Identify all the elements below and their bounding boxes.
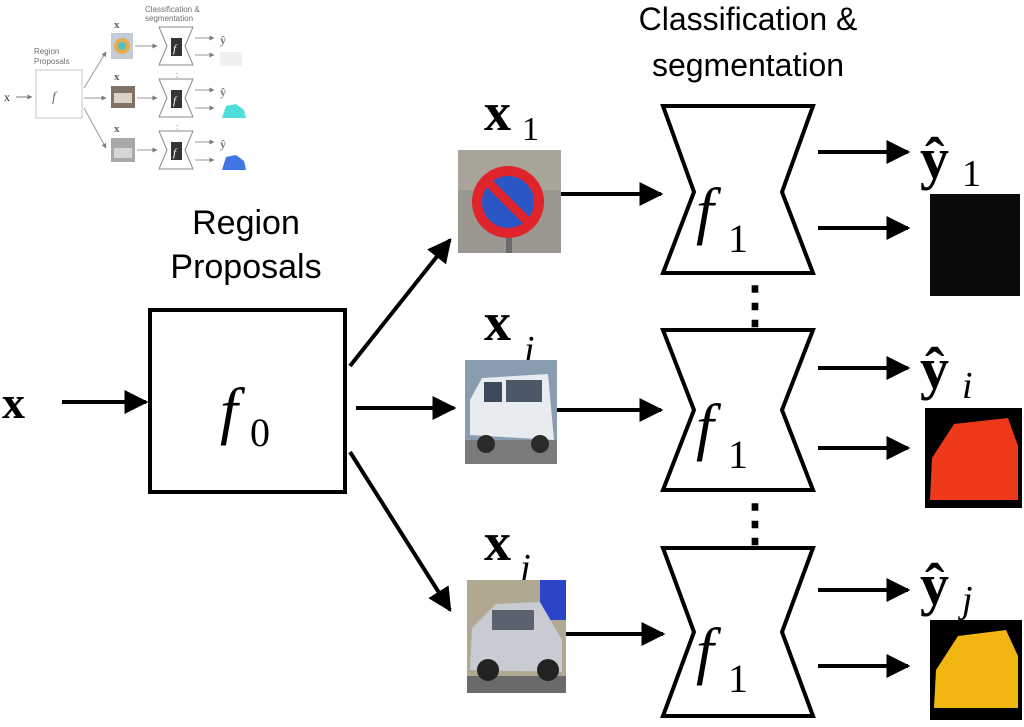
cls-title-line2: segmentation	[652, 47, 844, 83]
crop-j-image	[467, 580, 566, 693]
ellipsis-1: ⋮	[730, 277, 780, 333]
thumb-crop-i-label: x	[114, 71, 120, 83]
crop-j-label: x	[484, 512, 511, 572]
crop-i-label: x	[484, 292, 511, 352]
thumb-cls-title-1: Classification &	[145, 5, 200, 14]
crop1-image	[458, 150, 561, 253]
arrow-to-crop1	[348, 238, 452, 368]
svg-text:1: 1	[728, 432, 748, 477]
thumb-out1-label: ŷ	[220, 33, 226, 47]
mask-1	[930, 194, 1020, 296]
crop1-sub: 1	[522, 111, 539, 148]
thumb-cls-title-2: segmentation	[145, 14, 193, 23]
ellipsis-2: ⋮	[730, 495, 780, 551]
svg-text:f: f	[173, 43, 178, 55]
svg-text:f: f	[173, 95, 178, 107]
network-1: f 1	[660, 104, 816, 275]
mask-j	[930, 620, 1022, 720]
region-title-line2: Proposals	[170, 248, 321, 286]
region-title-line1: Region	[192, 204, 300, 242]
out-j-sub: j	[957, 579, 973, 621]
out-j-label: ŷ	[920, 552, 949, 617]
thumb-net-1: f ŷ	[135, 26, 242, 66]
crop1-label: x	[484, 82, 511, 142]
thumb-region-box	[35, 69, 83, 119]
cls-title-line1: Classification &	[639, 1, 858, 37]
svg-text:1: 1	[728, 216, 748, 261]
input-label: x	[2, 377, 25, 428]
network-i: f 1	[660, 328, 816, 492]
thumb-crop-j-label: x	[114, 123, 120, 135]
region-proposal-box	[148, 308, 347, 494]
svg-text:1: 1	[728, 656, 748, 701]
region-fn-sub: 0	[250, 410, 270, 455]
arrow-to-crop-j	[348, 450, 452, 613]
svg-text:f: f	[173, 147, 178, 159]
thumb-region-title-2: Proposals	[34, 57, 70, 66]
thumb-crop1-label: x	[114, 19, 120, 31]
thumb-mask-1	[220, 52, 242, 66]
thumb-out-i-label: ŷ	[220, 85, 226, 99]
thumbnail-diagram: x Region Proposals f x x x Classificatio…	[4, 5, 246, 170]
thumb-region-fn: f	[52, 90, 58, 105]
thumb-input-label: x	[4, 90, 10, 104]
thumb-region-title-1: Region	[34, 47, 59, 56]
thumb-net-j: f ŷ	[137, 130, 246, 170]
crop-i-sub: i	[524, 329, 535, 371]
thumb-out-j-label: ŷ	[220, 137, 226, 151]
network-j: f 1	[660, 546, 816, 718]
thumb-net-i: f ŷ	[137, 78, 246, 118]
out1-label: ŷ	[920, 126, 949, 191]
thumb-mask-j	[222, 155, 246, 170]
svg-text:⋮: ⋮	[172, 72, 182, 83]
out1-sub: 1	[962, 153, 981, 195]
thumb-mask-i	[222, 104, 246, 118]
out-i-sub: i	[962, 365, 973, 407]
svg-text:⋮: ⋮	[172, 124, 182, 135]
out-i-label: ŷ	[920, 336, 949, 401]
mask-i	[925, 408, 1022, 508]
crop-i-image	[465, 360, 557, 464]
